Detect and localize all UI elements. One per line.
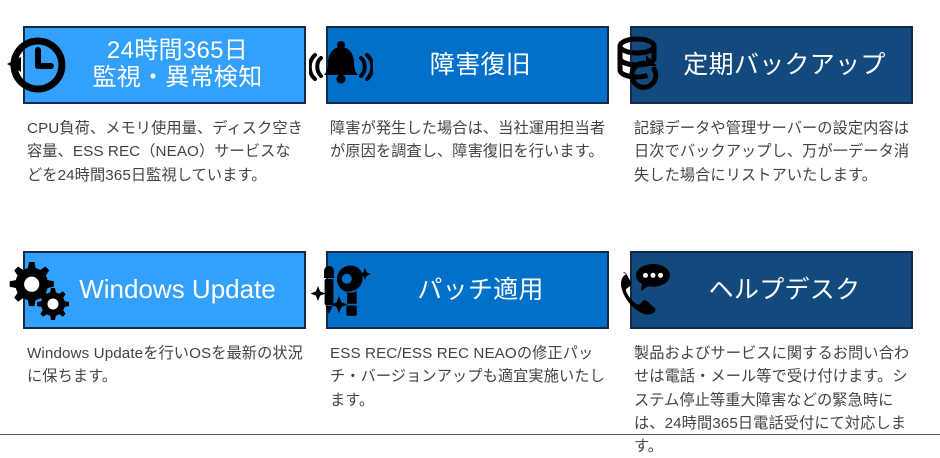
card-failure-recovery: 障害復旧 障害が発生した場合は、当社運用担当者が原因を調査し、障害復旧を行います… bbox=[309, 26, 609, 164]
card-title-failure-recovery: 障害復旧 bbox=[429, 51, 532, 79]
card-header-failure-recovery: 障害復旧 bbox=[309, 26, 609, 104]
card-body-failure-recovery: 障害が発生した場合は、当社運用担当者が原因を調査し、障害復旧を行います。 bbox=[330, 120, 606, 161]
card-body-monitoring: CPU負荷、メモリ使用量、ディスク空き容量、ESS REC（NEAO）サービスな… bbox=[27, 120, 303, 184]
card-windows-update: Windows Update Windows Updateを行いOSを最新の状況… bbox=[6, 251, 306, 389]
alarm-bell-icon bbox=[309, 33, 373, 97]
card-body-windows-update: Windows Updateを行いOSを最新の状況に保ちます。 bbox=[27, 345, 303, 386]
bottom-divider bbox=[0, 434, 940, 435]
card-header-scheduled-backup: 定期バックアップ bbox=[617, 26, 913, 104]
card-help-desk: ヘルプデスク 製品およびサービスに関するお問い合わせは電話・メール等で受け付けま… bbox=[613, 251, 913, 458]
tools-icon bbox=[309, 258, 373, 322]
card-header-patch-application: パッチ適用 bbox=[310, 251, 609, 329]
card-title-windows-update: Windows Update bbox=[79, 274, 276, 305]
card-header-monitoring: 24時間365日 監視・異常検知 bbox=[7, 26, 306, 104]
phone-chat-icon bbox=[613, 258, 677, 322]
card-title-help-desk: ヘルプデスク bbox=[708, 276, 861, 304]
card-body-scheduled-backup: 記録データや管理サーバーの設定内容は日次でバックアップし、万が一データ消失した場… bbox=[634, 120, 910, 184]
card-header-windows-update: Windows Update bbox=[9, 251, 306, 329]
card-header-help-desk: ヘルプデスク bbox=[620, 251, 913, 329]
card-title-scheduled-backup: 定期バックアップ bbox=[683, 51, 886, 79]
card-monitoring: 24時間365日 監視・異常検知 CPU負荷、メモリ使用量、ディスク空き容量、E… bbox=[6, 26, 306, 187]
card-title-monitoring: 24時間365日 監視・異常検知 bbox=[92, 37, 263, 91]
service-card-grid: 24時間365日 監視・異常検知 CPU負荷、メモリ使用量、ディスク空き容量、E… bbox=[6, 26, 913, 455]
card-patch-application: パッチ適用 ESS REC/ESS REC NEAOの修正パッチ・バージョンアッ… bbox=[309, 251, 609, 412]
card-title-patch-application: パッチ適用 bbox=[417, 276, 544, 304]
card-scheduled-backup: 定期バックアップ 記録データや管理サーバーの設定内容は日次でバックアップし、万が… bbox=[613, 26, 913, 187]
card-body-help-desk: 製品およびサービスに関するお問い合わせは電話・メール等で受け付けます。システム停… bbox=[634, 345, 910, 455]
card-body-patch-application: ESS REC/ESS REC NEAOの修正パッチ・バージョンアップも適宜実施… bbox=[330, 345, 605, 409]
